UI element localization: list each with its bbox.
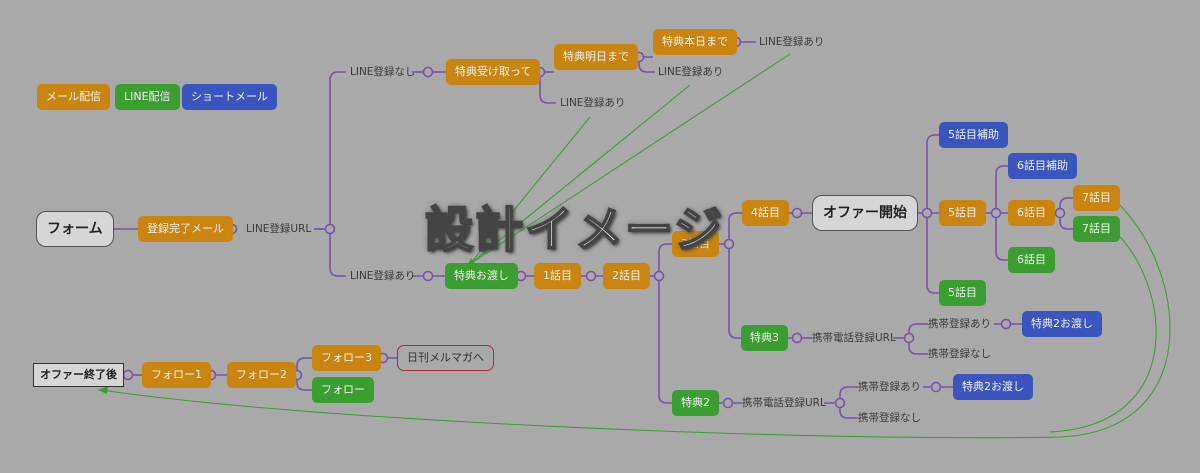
connector-dot bbox=[653, 270, 665, 282]
node-line-yes-2[interactable]: LINE登録あり bbox=[658, 66, 724, 78]
connector-dot bbox=[122, 369, 134, 381]
node-ep5-orange[interactable]: 5話目 bbox=[939, 200, 986, 226]
connector-dot bbox=[791, 207, 803, 219]
node-follow[interactable]: フォロー bbox=[312, 377, 374, 403]
node-ep4[interactable]: 4話目 bbox=[742, 200, 789, 226]
node-reg-done-mail[interactable]: 登録完了メール bbox=[138, 216, 233, 242]
node-follow3[interactable]: フォロー3 bbox=[312, 345, 381, 371]
node-benefit-take[interactable]: 特典受け取って bbox=[446, 59, 541, 85]
legend-mail: メール配信 bbox=[37, 84, 110, 110]
node-ep7-orange[interactable]: 7話目 bbox=[1073, 185, 1120, 211]
connector-dot bbox=[834, 397, 846, 409]
connector-offer-split bbox=[914, 134, 939, 294]
connector-dot bbox=[930, 381, 942, 393]
arrow-line-yes-1-to-handover bbox=[469, 116, 591, 265]
connector-dot bbox=[1000, 318, 1012, 330]
node-offer-start[interactable]: オファー開始 bbox=[812, 195, 918, 231]
node-follow2[interactable]: フォロー2 bbox=[227, 362, 296, 388]
connector-dot bbox=[324, 223, 336, 235]
node-line-url[interactable]: LINE登録URL bbox=[246, 223, 312, 235]
connector-split-to-line-no bbox=[329, 71, 346, 224]
connector-dot bbox=[1054, 207, 1066, 219]
connector-dot bbox=[791, 332, 803, 344]
node-phone-no-1[interactable]: 携帯登録なし bbox=[928, 348, 991, 360]
arrow-line-yes-2-to-handover bbox=[469, 84, 691, 265]
node-benefit-today[interactable]: 特典本日まで bbox=[653, 29, 737, 55]
node-ep7-green[interactable]: 7話目 bbox=[1073, 216, 1120, 242]
node-offer-end[interactable]: オファー終了後 bbox=[33, 363, 124, 387]
node-ep6-orange[interactable]: 6話目 bbox=[1008, 200, 1055, 226]
node-benefit-handover[interactable]: 特典お渡し bbox=[445, 263, 518, 289]
node-bonus3[interactable]: 特典3 bbox=[741, 325, 788, 351]
node-ep5-support[interactable]: 5話目補助 bbox=[939, 122, 1008, 148]
connector-dot bbox=[903, 332, 915, 344]
node-line-yes-1[interactable]: LINE登録あり bbox=[560, 97, 626, 109]
node-daily-mag[interactable]: 日刊メルマガへ bbox=[397, 345, 494, 371]
node-ep6-green[interactable]: 6話目 bbox=[1008, 247, 1055, 273]
connector-dot bbox=[722, 397, 734, 409]
node-follow1[interactable]: フォロー1 bbox=[142, 362, 211, 388]
connector-dot bbox=[585, 270, 597, 282]
node-phone-no-2[interactable]: 携帯登録なし bbox=[858, 412, 921, 424]
node-bonus2-handover-2[interactable]: 特典2お渡し bbox=[953, 374, 1033, 400]
connector-dot bbox=[723, 238, 735, 250]
arrow-line-yes-3-to-handover bbox=[469, 53, 791, 265]
node-bonus2-handover-1[interactable]: 特典2お渡し bbox=[1022, 311, 1102, 337]
node-ep6-support[interactable]: 6話目補助 bbox=[1008, 153, 1077, 179]
node-ep3[interactable]: 3話目 bbox=[672, 231, 719, 257]
node-benefit-tomorrow[interactable]: 特典明日まで bbox=[554, 44, 638, 70]
node-phone-url-2[interactable]: 携帯電話登録URL bbox=[742, 397, 826, 409]
arrow-ep7-to-offer-end-1 bbox=[101, 197, 1171, 439]
connector-dot bbox=[990, 207, 1002, 219]
node-ep1[interactable]: 1話目 bbox=[534, 263, 581, 289]
node-phone-yes-1[interactable]: 携帯登録あり bbox=[928, 318, 991, 330]
node-ep5-green[interactable]: 5話目 bbox=[939, 280, 986, 306]
node-line-no[interactable]: LINE登録なし bbox=[350, 66, 416, 78]
connector-dot bbox=[921, 207, 933, 219]
connector-phone-url-1 bbox=[893, 323, 928, 355]
connector-dot bbox=[422, 270, 434, 282]
connector-phone-url-2 bbox=[824, 386, 858, 419]
arrow-head bbox=[98, 386, 108, 394]
arrow-ep7-to-offer-end-2 bbox=[1049, 228, 1157, 433]
connector-ep5 bbox=[984, 165, 1008, 261]
node-line-yes-3[interactable]: LINE登録あり bbox=[759, 36, 825, 48]
node-bonus2[interactable]: 特典2 bbox=[672, 390, 719, 416]
legend-sms: ショートメール bbox=[182, 84, 277, 110]
connector-split-to-line-yes bbox=[329, 234, 346, 277]
overlay-title: 設計イメージ bbox=[424, 201, 725, 259]
legend-line: LINE配信 bbox=[115, 84, 180, 110]
connector-dot bbox=[422, 66, 434, 78]
node-form[interactable]: フォーム bbox=[36, 211, 114, 247]
node-line-yes-main[interactable]: LINE登録あり bbox=[350, 270, 416, 282]
node-ep2[interactable]: 2話目 bbox=[603, 263, 650, 289]
node-phone-yes-2[interactable]: 携帯登録あり bbox=[858, 381, 921, 393]
node-phone-url-1[interactable]: 携帯電話登録URL bbox=[812, 332, 896, 344]
